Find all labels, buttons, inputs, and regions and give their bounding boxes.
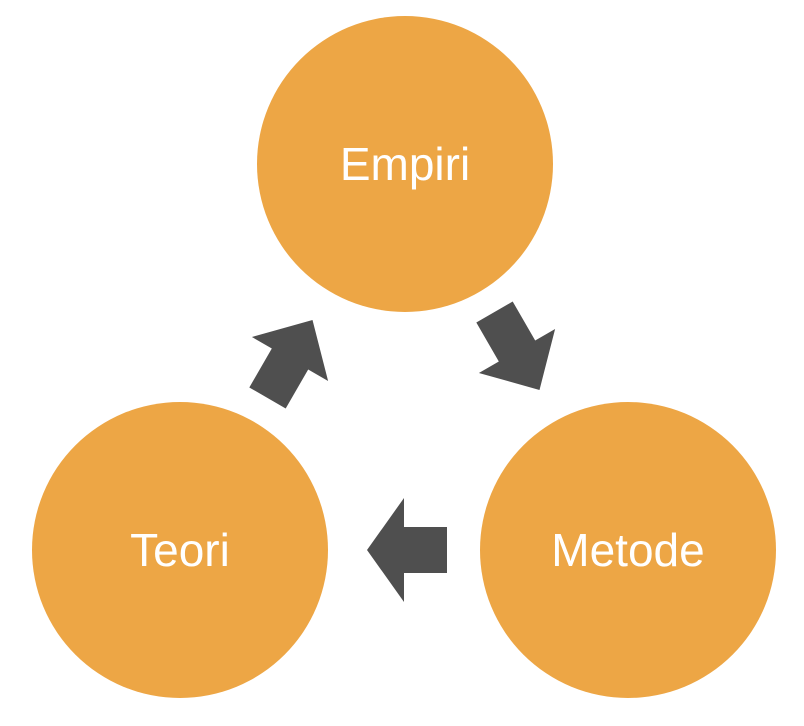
node-teori-label: Teori xyxy=(130,524,230,576)
node-metode: Metode xyxy=(480,402,776,698)
arrow-empiri-to-metode-shape xyxy=(476,301,556,390)
node-metode-label: Metode xyxy=(551,524,704,576)
arrow-teori-to-empiri-shape xyxy=(249,320,329,409)
arrow-metode-to-teori xyxy=(367,498,447,602)
arrow-metode-to-teori-shape xyxy=(367,498,447,602)
node-teori: Teori xyxy=(32,402,328,698)
node-empiri: Empiri xyxy=(257,16,553,312)
arrow-empiri-to-metode xyxy=(476,301,556,390)
arrow-teori-to-empiri xyxy=(249,320,329,409)
node-empiri-circle xyxy=(257,16,553,312)
node-metode-circle xyxy=(480,402,776,698)
node-empiri-label: Empiri xyxy=(340,138,470,190)
node-teori-circle xyxy=(32,402,328,698)
